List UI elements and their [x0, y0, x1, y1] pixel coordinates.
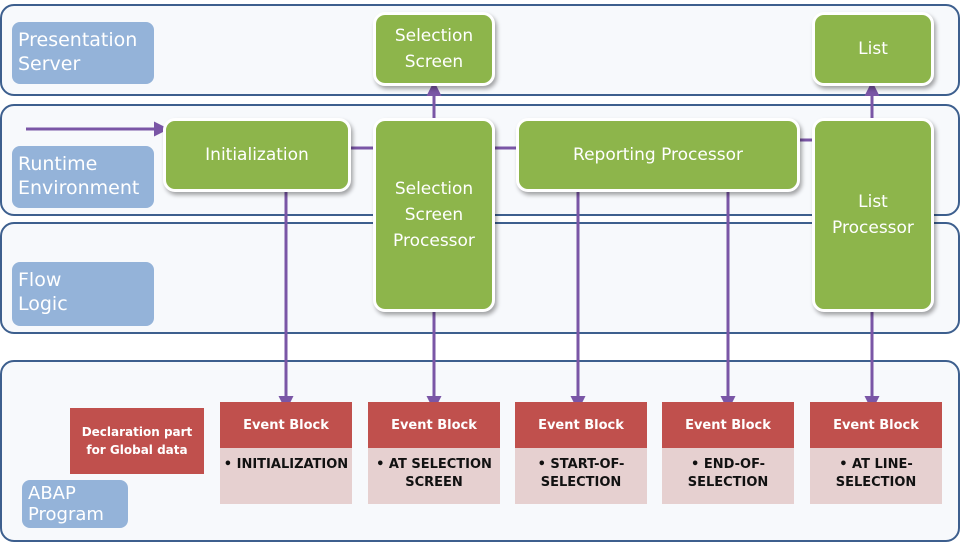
event-block-body: • AT SELECTION SCREEN [368, 448, 500, 504]
event-block-body: • INITIALIZATION [220, 448, 352, 504]
list-box: List [812, 12, 934, 86]
event-block-at-line-selection: Event Block • AT LINE- SELECTION [810, 402, 942, 504]
reporting-processor-box: Reporting Processor [516, 118, 800, 192]
event-block-at-selection-screen: Event Block • AT SELECTION SCREEN [368, 402, 500, 504]
event-block-title: Event Block [515, 402, 647, 448]
layer-label-runtime-environment: Runtime Environment [12, 146, 154, 208]
event-block-initialization: Event Block • INITIALIZATION [220, 402, 352, 504]
event-block-title: Event Block [810, 402, 942, 448]
selection-screen-box: Selection Screen [373, 12, 495, 86]
event-block-body: • AT LINE- SELECTION [810, 448, 942, 504]
layer-label-flow-logic: Flow Logic [12, 262, 154, 326]
event-block-title: Event Block [220, 402, 352, 448]
event-block-body: • START-OF- SELECTION [515, 448, 647, 504]
event-block-end-of-selection: Event Block • END-OF- SELECTION [662, 402, 794, 504]
list-processor-box: List Processor [812, 118, 934, 312]
initialization-box: Initialization [163, 118, 351, 192]
layer-label-presentation-server: Presentation Server [12, 22, 154, 84]
declaration-part-box: Declaration part for Global data [70, 408, 204, 474]
event-block-title: Event Block [368, 402, 500, 448]
event-block-title: Event Block [662, 402, 794, 448]
selection-screen-processor-box: Selection Screen Processor [373, 118, 495, 312]
event-block-start-of-selection: Event Block • START-OF- SELECTION [515, 402, 647, 504]
layer-label-abap-program: ABAP Program [22, 480, 128, 528]
event-block-body: • END-OF- SELECTION [662, 448, 794, 504]
